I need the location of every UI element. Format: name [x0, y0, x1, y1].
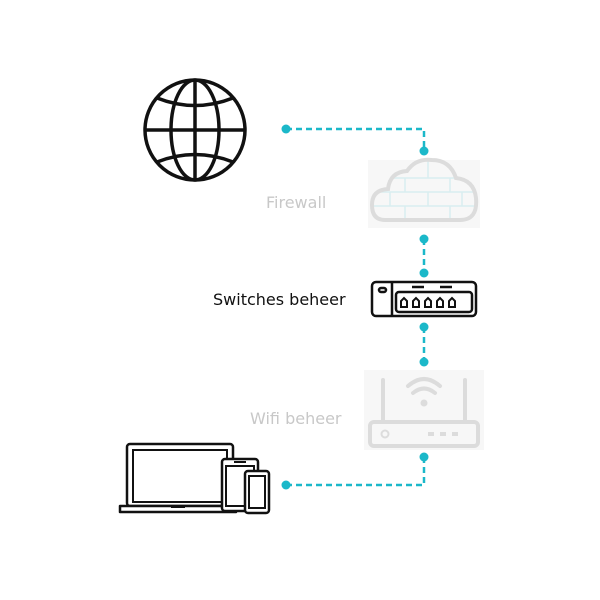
- firewall-cloud-icon: [368, 157, 480, 228]
- connector-dot: [419, 322, 429, 332]
- globe-icon: [143, 78, 247, 182]
- connector-switch-wifi: [419, 322, 429, 367]
- connector-dot: [419, 452, 429, 462]
- wifi-router-icon: [364, 370, 484, 450]
- switch-label: Switches beheer: [213, 290, 346, 309]
- network-switch-icon: [370, 280, 478, 318]
- connector-dot: [281, 480, 291, 490]
- connector-dot: [281, 124, 291, 134]
- connector-dot: [419, 234, 429, 244]
- wifi-label: Wifi beheer: [250, 409, 342, 428]
- connector-dot: [419, 268, 429, 278]
- connector-dot: [419, 146, 429, 156]
- devices-icon: [118, 442, 271, 515]
- connector-dot: [419, 357, 429, 367]
- connector-firewall-switch: [419, 234, 429, 278]
- connector-internet-firewall: [281, 124, 429, 156]
- connector-wifi-devices: [281, 452, 429, 490]
- firewall-label: Firewall: [266, 193, 327, 212]
